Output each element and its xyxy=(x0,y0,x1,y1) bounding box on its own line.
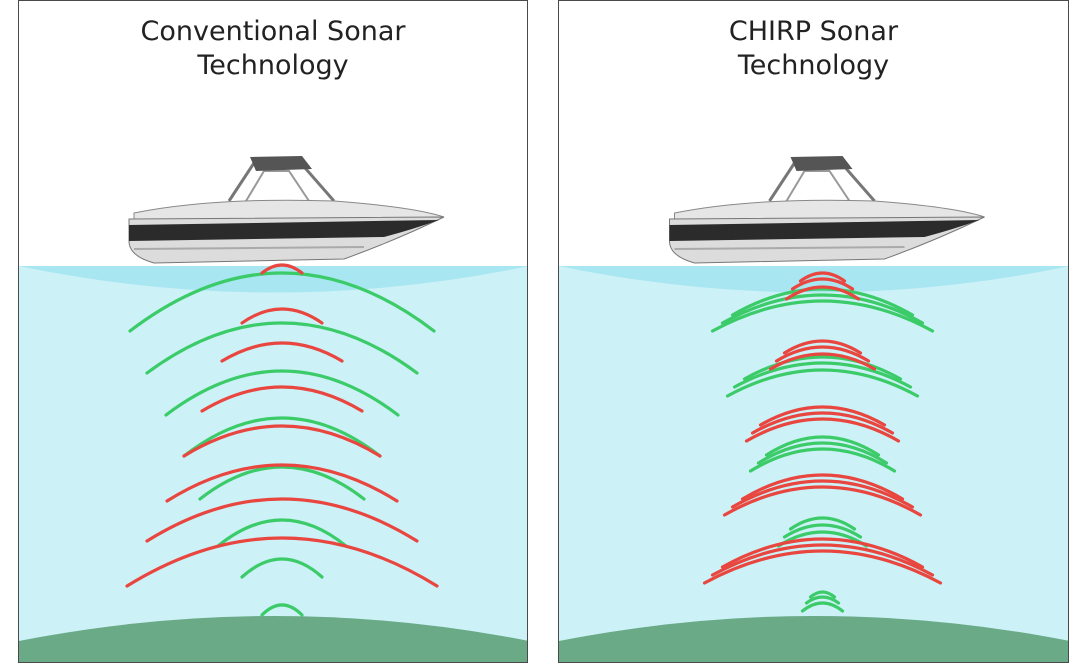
outgoing-wave-arc xyxy=(744,417,901,443)
return-wave-arc xyxy=(710,299,935,333)
outgoing-wave-arc xyxy=(165,463,399,503)
return-wave-arc xyxy=(730,287,915,317)
return-wave-arc xyxy=(145,321,419,375)
seabed xyxy=(559,616,1068,662)
outgoing-wave-arc xyxy=(790,277,855,291)
outgoing-wave-arc xyxy=(720,537,925,569)
return-wave-arc xyxy=(788,516,857,531)
chirp-sonar-illustration xyxy=(559,156,1068,662)
return-wave-arc xyxy=(804,595,841,605)
outgoing-wave-arc xyxy=(722,485,923,517)
title-line-1: Conventional Sonar xyxy=(140,16,406,47)
outgoing-wave-arc xyxy=(774,345,871,363)
boat-hull-stripe xyxy=(129,220,439,241)
panel-title: CHIRP Sonar Technology xyxy=(559,15,1068,83)
return-wave-arc xyxy=(808,590,837,599)
outgoing-wave-arc xyxy=(260,263,304,275)
title-line-2: Technology xyxy=(737,50,890,81)
outgoing-wave-arc xyxy=(784,285,861,301)
outgoing-wave-arc xyxy=(750,411,895,435)
water-surface xyxy=(19,266,527,293)
return-wave-arc xyxy=(732,361,913,389)
return-wave-arc xyxy=(240,557,324,579)
return-wave-arc xyxy=(756,441,889,465)
outgoing-wave-arc xyxy=(220,341,344,363)
sonar-waves xyxy=(702,271,943,613)
boat xyxy=(669,156,985,264)
title-line-1: CHIRP Sonar xyxy=(728,16,899,47)
return-wave-arc xyxy=(720,293,925,325)
conventional-sonar-panel: Conventional Sonar Technology xyxy=(18,0,528,663)
outgoing-wave-arc xyxy=(200,385,364,413)
outgoing-wave-arc xyxy=(145,497,419,543)
outgoing-wave-arc xyxy=(758,405,887,427)
boat xyxy=(128,156,445,264)
return-wave-arc xyxy=(216,518,348,548)
boat-hull-line xyxy=(674,246,905,250)
boat-canopy-strut xyxy=(245,170,310,202)
chirp-sonar-panel: CHIRP Sonar Technology xyxy=(558,0,1069,663)
return-wave-arc xyxy=(198,465,366,501)
return-wave-arc xyxy=(260,603,304,617)
return-wave-arc xyxy=(128,271,436,333)
return-wave-arc xyxy=(748,447,897,473)
boat-hull-line xyxy=(133,246,365,250)
outgoing-wave-arc xyxy=(782,339,863,355)
return-wave-arc xyxy=(742,355,903,381)
boat-canopy-strut xyxy=(785,170,851,202)
return-wave-arc xyxy=(725,368,920,398)
outgoing-wave-arc xyxy=(702,549,943,585)
boat-bimini-top xyxy=(250,156,312,171)
seabed xyxy=(19,616,527,662)
return-wave-arc xyxy=(164,369,400,417)
outgoing-wave-arc xyxy=(240,307,324,325)
conventional-sonar-illustration xyxy=(19,156,527,662)
outgoing-wave-arc xyxy=(798,271,847,283)
sonar-waves xyxy=(125,263,439,617)
outgoing-wave-arc xyxy=(740,473,905,501)
title-line-2: Technology xyxy=(197,50,349,81)
return-wave-arc xyxy=(800,601,845,613)
return-wave-arc xyxy=(782,523,863,539)
return-wave-arc xyxy=(182,416,382,458)
outgoing-wave-arc xyxy=(730,479,915,509)
return-wave-arc xyxy=(764,435,881,457)
boat-bimini-top xyxy=(790,156,853,171)
outgoing-wave-arc xyxy=(710,543,935,577)
panel-title: Conventional Sonar Technology xyxy=(19,15,527,83)
outgoing-wave-arc xyxy=(768,352,877,371)
outgoing-wave-arc xyxy=(182,424,382,458)
outgoing-wave-arc xyxy=(125,536,439,588)
boat-hull-stripe xyxy=(669,220,980,241)
